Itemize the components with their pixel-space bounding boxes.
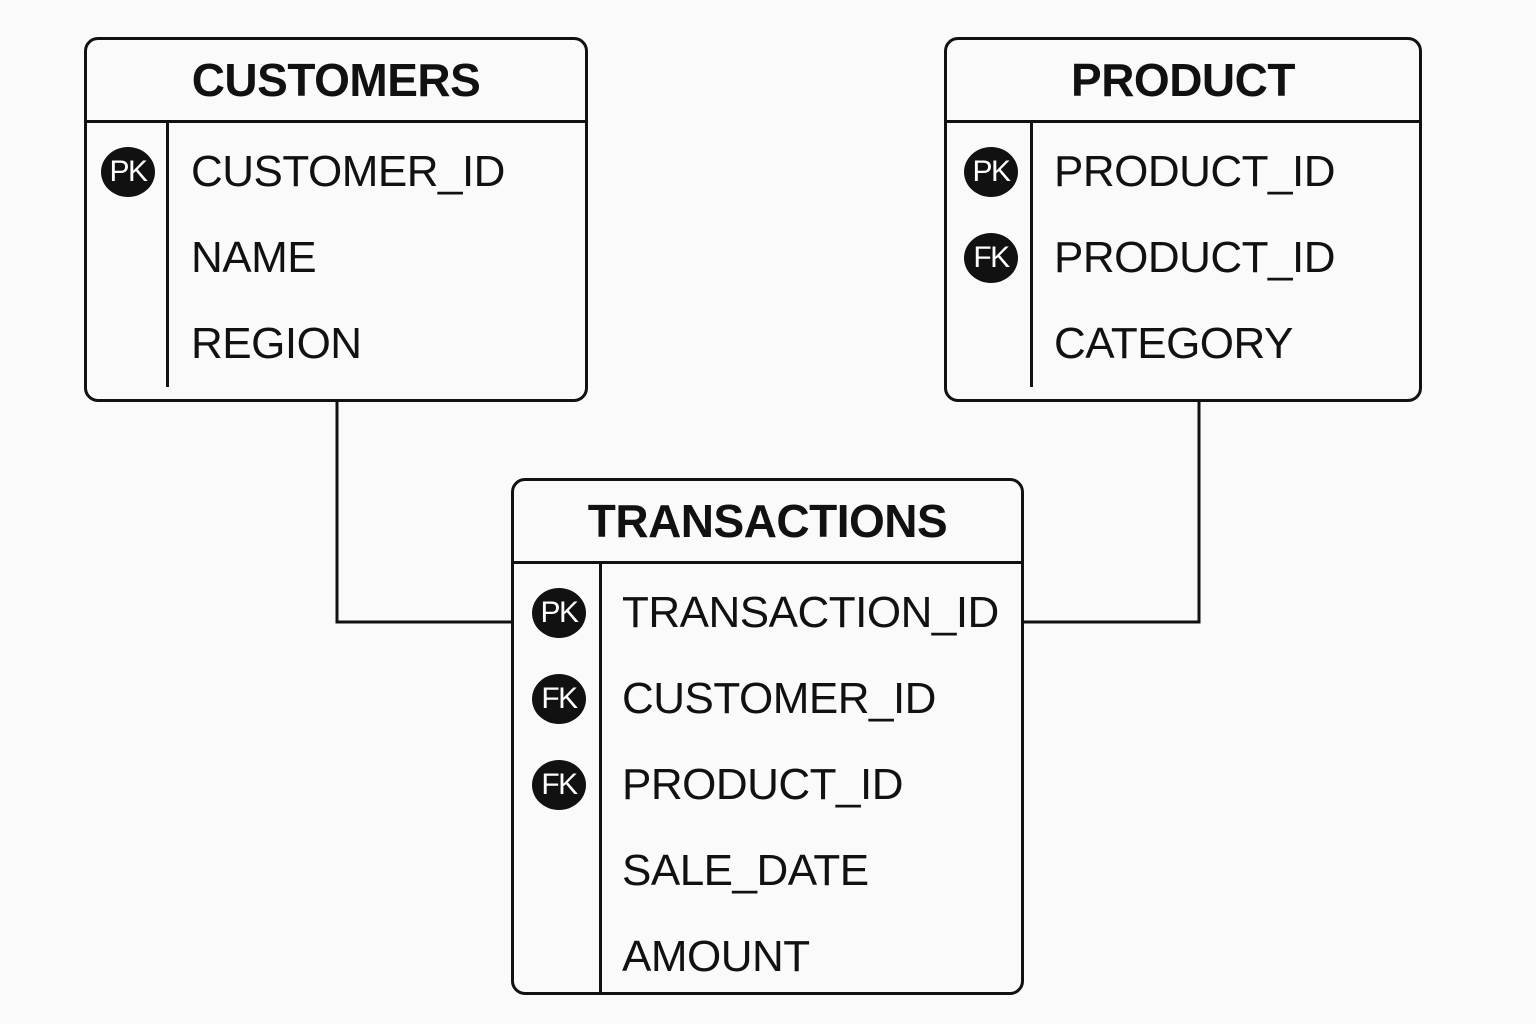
field-name: NAME — [191, 233, 317, 282]
entity-title: PRODUCT — [947, 40, 1419, 123]
field-name: AMOUNT — [622, 932, 810, 981]
foreign-key-badge: FK — [532, 674, 586, 724]
connector-product-transactions — [1024, 401, 1201, 624]
field-name: PRODUCT_ID — [1054, 147, 1336, 196]
field-name: CUSTOMER_ID — [191, 147, 505, 196]
field-row[interactable]: CATEGORY — [947, 301, 1419, 387]
entity-fields: PK CUSTOMER_ID NAME REGION — [87, 123, 585, 387]
entity-transactions[interactable]: TRANSACTIONS PK TRANSACTION_ID FK CUSTOM… — [511, 478, 1024, 995]
foreign-key-badge: FK — [964, 233, 1018, 283]
foreign-key-badge: FK — [532, 760, 586, 810]
connector-customers-transactions — [335, 401, 511, 624]
field-row[interactable]: PK PRODUCT_ID — [947, 129, 1419, 215]
entity-customers[interactable]: CUSTOMERS PK CUSTOMER_ID NAME REGION — [84, 37, 588, 402]
field-name: CATEGORY — [1054, 319, 1293, 368]
entity-title: CUSTOMERS — [87, 40, 585, 123]
field-row[interactable]: FK PRODUCT_ID — [514, 742, 1021, 828]
field-row[interactable]: FK PRODUCT_ID — [947, 215, 1419, 301]
field-name: PRODUCT_ID — [622, 760, 904, 809]
field-name: TRANSACTION_ID — [622, 588, 999, 637]
entity-product[interactable]: PRODUCT PK PRODUCT_ID FK PRODUCT_ID CATE… — [944, 37, 1422, 402]
field-row[interactable]: NAME — [87, 215, 585, 301]
field-name: REGION — [191, 319, 362, 368]
field-name: SALE_DATE — [622, 846, 869, 895]
field-name: CUSTOMER_ID — [622, 674, 936, 723]
entity-fields: PK PRODUCT_ID FK PRODUCT_ID CATEGORY — [947, 123, 1419, 387]
field-row[interactable]: SALE_DATE — [514, 828, 1021, 914]
key-column — [87, 123, 169, 387]
field-row[interactable]: FK CUSTOMER_ID — [514, 656, 1021, 742]
field-row[interactable]: REGION — [87, 301, 585, 387]
field-row[interactable]: PK TRANSACTION_ID — [514, 570, 1021, 656]
key-column — [514, 564, 602, 992]
field-row[interactable]: AMOUNT — [514, 914, 1021, 992]
primary-key-badge: PK — [964, 147, 1018, 197]
entity-fields: PK TRANSACTION_ID FK CUSTOMER_ID FK PROD… — [514, 564, 1021, 992]
primary-key-badge: PK — [101, 147, 155, 197]
field-row[interactable]: PK CUSTOMER_ID — [87, 129, 585, 215]
key-column — [947, 123, 1033, 387]
field-name: PRODUCT_ID — [1054, 233, 1336, 282]
entity-title: TRANSACTIONS — [514, 481, 1021, 564]
primary-key-badge: PK — [532, 588, 586, 638]
